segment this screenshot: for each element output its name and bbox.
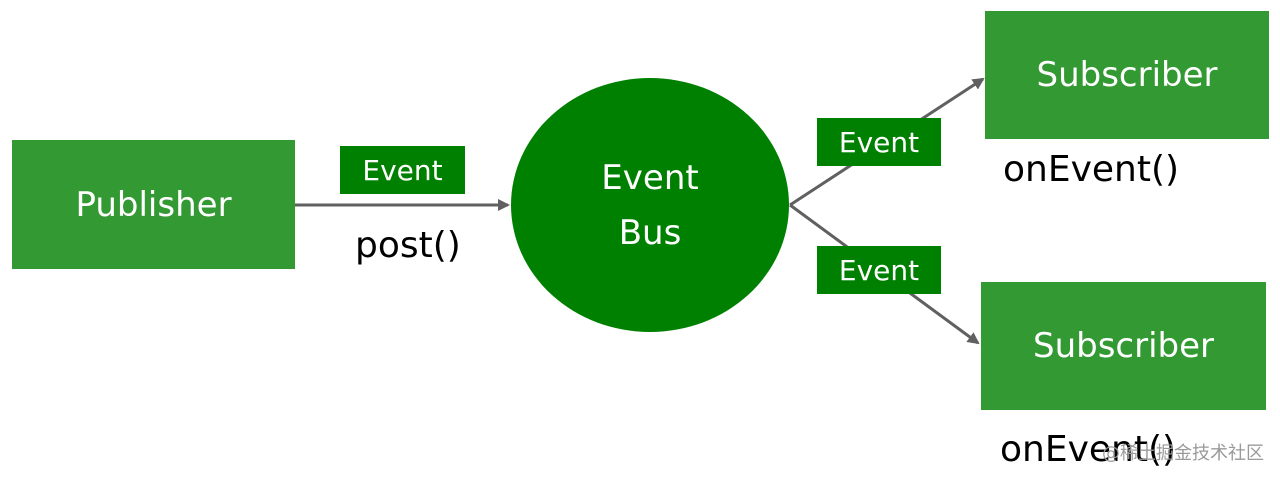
subscriber-top-label: Subscriber	[1036, 55, 1218, 95]
watermark-text: @稀土掘金技术社区	[1102, 443, 1264, 464]
publisher-box: Publisher	[12, 140, 295, 269]
event-bus-label-line2: Bus	[618, 213, 682, 253]
event-bus-circle	[511, 78, 789, 332]
event-bus-label-line1: Event	[601, 158, 699, 198]
publisher-label: Publisher	[75, 184, 232, 225]
event-tag-outgoing-top-label: Event	[838, 125, 920, 159]
subscriber-box-bottom: Subscriber	[981, 282, 1266, 410]
publisher-method-label: post()	[355, 225, 461, 266]
event-tag-outgoing-bottom-label: Event	[838, 253, 920, 287]
event-tag-outgoing-top: Event	[817, 118, 941, 166]
subscriber-box-top: Subscriber	[985, 11, 1269, 139]
event-tag-outgoing-bottom: Event	[817, 246, 941, 294]
event-tag-incoming-label: Event	[362, 153, 443, 187]
subscriber-bottom-label: Subscriber	[1032, 326, 1215, 366]
subscriber-top-method-label: onEvent()	[1003, 149, 1180, 190]
subscriber-bottom-method-label: onEvent()	[1000, 429, 1177, 470]
event-tag-incoming: Event	[340, 146, 465, 194]
